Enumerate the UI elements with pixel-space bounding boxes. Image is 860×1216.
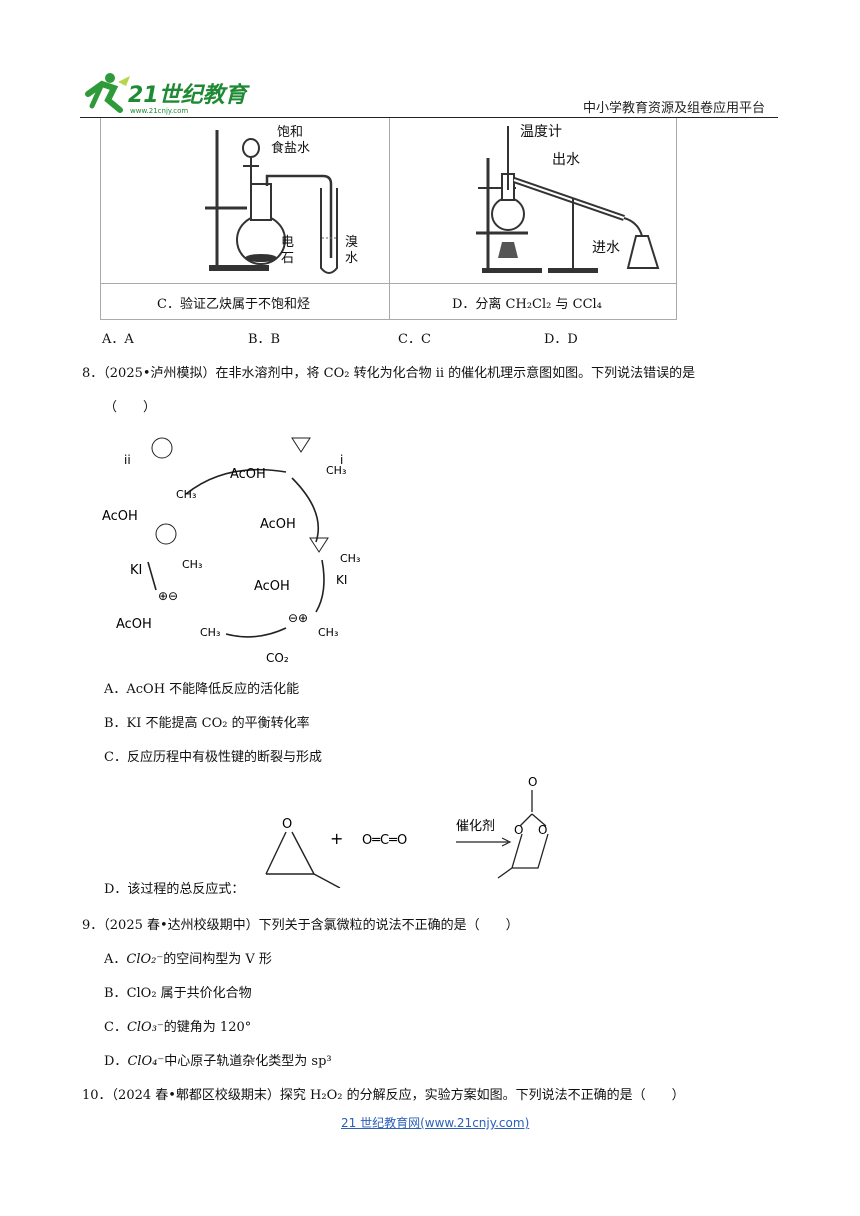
svg-text:CH₃: CH₃ xyxy=(326,464,346,477)
svg-text:AcOH: AcOH xyxy=(102,509,138,524)
eq-co2: O═C═O xyxy=(362,833,407,848)
label-tube-2: 水 xyxy=(345,251,358,266)
svg-text:AcOH: AcOH xyxy=(254,579,290,594)
label-water-in: 进水 xyxy=(592,240,620,256)
svg-text:KI: KI xyxy=(336,573,347,587)
q9-option-d[interactable]: D．ClO₄⁻中心原子轨道杂化类型为 sp³ xyxy=(104,1054,332,1069)
q7-option-c[interactable]: C．C xyxy=(398,332,431,347)
q9-option-a[interactable]: A．ClO₂⁻的空间构型为 V 形 xyxy=(104,952,272,967)
q8-paren: （ ） xyxy=(104,400,157,415)
logo-text: 21世纪教育 xyxy=(128,82,250,108)
platform-title: 中小学教育资源及组卷应用平台 xyxy=(583,101,766,116)
svg-text:CH₃: CH₃ xyxy=(340,552,360,565)
svg-text:O: O xyxy=(538,823,547,837)
svg-text:AcOH: AcOH xyxy=(116,617,152,632)
label-solid-1: 电 xyxy=(281,235,294,250)
svg-text:CH₃: CH₃ xyxy=(182,558,202,571)
cell-c-image: 饱和 食盐水 电 石 溴 水 xyxy=(100,118,390,284)
svg-text:KI: KI xyxy=(130,563,142,578)
q8-option-c[interactable]: C．反应历程中有极性键的断裂与形成 xyxy=(104,750,322,765)
q7-option-b[interactable]: B．B xyxy=(248,332,281,347)
eq-plus: + xyxy=(330,829,343,848)
label-funnel-2: 食盐水 xyxy=(271,140,310,156)
apparatus-d-diagram: 温度计 出水 进水 xyxy=(476,124,660,273)
eq-catalyst: 催化剂 xyxy=(456,819,495,834)
header-rule xyxy=(80,117,778,118)
svg-text:AcOH: AcOH xyxy=(260,517,296,532)
svg-text:O: O xyxy=(514,823,523,837)
svg-text:CO₂: CO₂ xyxy=(266,651,289,665)
apparatus-c-diagram: 饱和 食盐水 电 石 溴 水 xyxy=(205,125,358,274)
caption-c: C．验证乙炔属于不饱和烃 xyxy=(157,297,310,312)
cell-c-caption: C．验证乙炔属于不饱和烃 xyxy=(100,283,390,320)
q8-stem: 8．（2025•泸州模拟）在非水溶剂中，将 CO₂ 转化为化合物 ⅱ 的催化机理… xyxy=(82,366,696,381)
q10-stem: 10．（2024 春•郫都区校级期末）探究 H₂O₂ 的分解反应，实验方案如图。… xyxy=(82,1088,685,1103)
catalytic-cycle-diagram: ii i AcOH AcOH AcOH KI KI AcOH AcOH CO₂ … xyxy=(96,422,366,668)
logo: 21世纪教育 www.21cnjy.com xyxy=(80,70,251,116)
q8-option-a[interactable]: A．AcOH 不能降低反应的活化能 xyxy=(104,682,300,697)
cell-d-caption: D．分离 CH₂Cl₂ 与 CCl₄ xyxy=(388,283,677,320)
svg-text:O: O xyxy=(528,775,537,789)
svg-text:AcOH: AcOH xyxy=(230,467,266,482)
footer-link[interactable]: 21 世纪教育网(www.21cnjy.com) xyxy=(341,1116,530,1130)
logo-sub: www.21cnjy.com xyxy=(130,107,188,115)
label-funnel-1: 饱和 xyxy=(277,125,303,140)
q9-stem: 9．（2025 春•达州校级期中）下列关于含氯微粒的说法不正确的是（ ） xyxy=(82,918,519,933)
caption-d: D．分离 CH₂Cl₂ 与 CCl₄ xyxy=(452,297,602,312)
q9-option-c[interactable]: C．ClO₃⁻的键角为 120° xyxy=(104,1020,252,1035)
svg-text:CH₃: CH₃ xyxy=(318,626,338,639)
label-water-out: 出水 xyxy=(552,152,580,168)
species-clo2-minus: ClO₂⁻ xyxy=(126,952,164,967)
species-clo4-minus: ClO₄⁻ xyxy=(127,1054,165,1069)
svg-text:CH₃: CH₃ xyxy=(176,488,196,501)
q8-option-b[interactable]: B．KI 不能提高 CO₂ 的平衡转化率 xyxy=(104,716,310,731)
svg-text:i: i xyxy=(340,453,343,467)
svg-text:ii: ii xyxy=(124,453,131,467)
q9-option-b[interactable]: B．ClO₂ 属于共价化合物 xyxy=(104,986,252,1001)
svg-text:⊕⊖: ⊕⊖ xyxy=(158,589,178,603)
label-solid-2: 石 xyxy=(281,251,294,266)
species-clo3-minus: ClO₃⁻ xyxy=(126,1020,164,1035)
svg-text:O: O xyxy=(282,817,292,832)
q7-option-a[interactable]: A．A xyxy=(102,332,134,347)
runner-logo-icon: 21世纪教育 www.21cnjy.com xyxy=(85,73,251,115)
q8-option-d[interactable]: D．该过程的总反应式： xyxy=(104,882,245,897)
label-tube-1: 溴 xyxy=(345,235,358,250)
cell-d-image: 温度计 出水 进水 xyxy=(388,118,677,284)
svg-text:⊖⊕: ⊖⊕ xyxy=(288,611,308,625)
label-thermo: 温度计 xyxy=(520,124,562,140)
overall-equation: O + O═C═O 催化剂 O O O xyxy=(262,772,612,889)
svg-text:CH₃: CH₃ xyxy=(200,626,220,639)
q7-option-d[interactable]: D．D xyxy=(544,332,578,347)
